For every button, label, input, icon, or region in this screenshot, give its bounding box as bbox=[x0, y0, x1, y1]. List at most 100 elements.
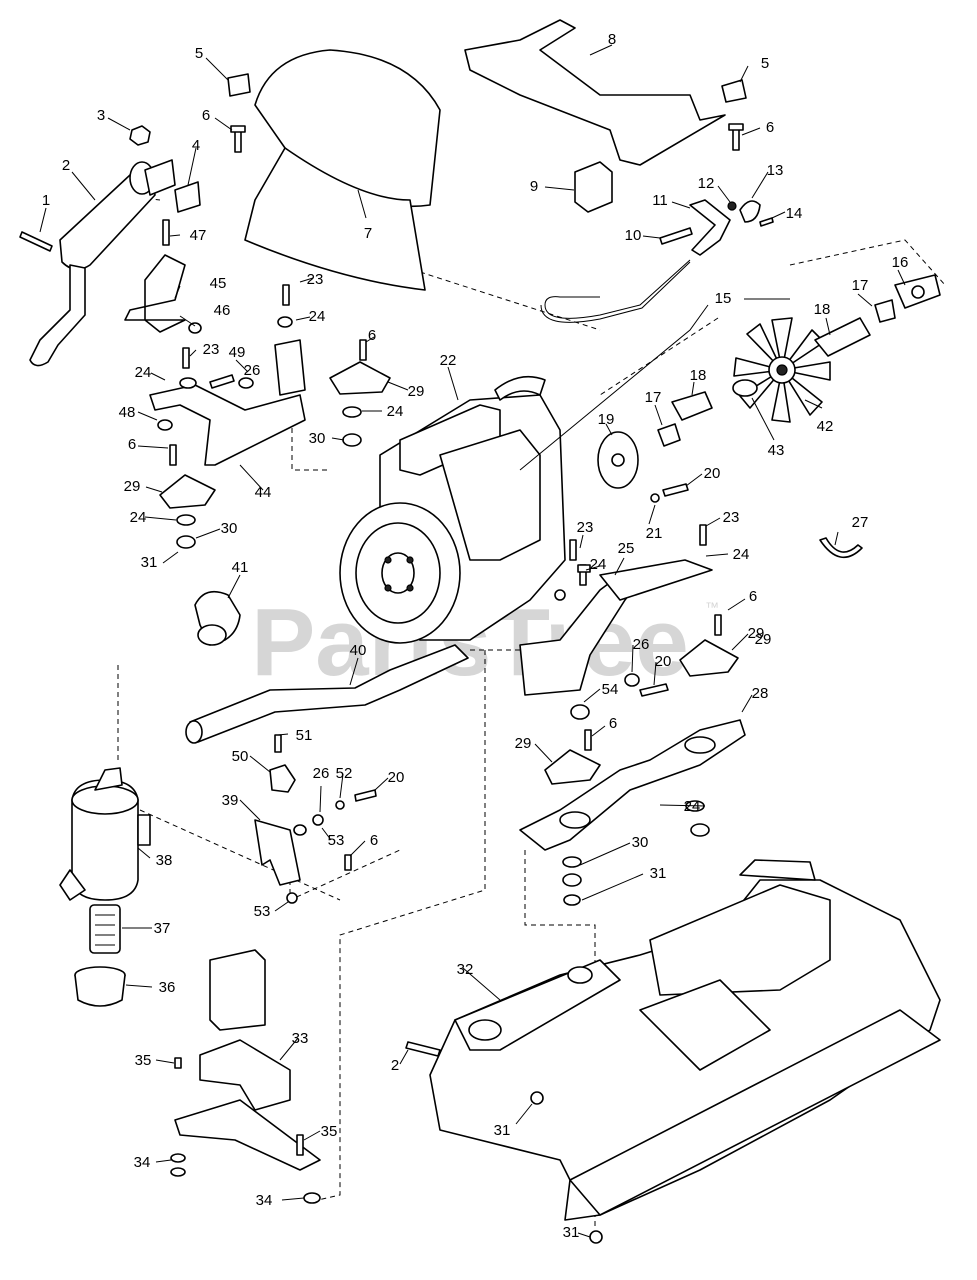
clip-nut-5-left bbox=[227, 73, 251, 97]
callout: 6 bbox=[609, 715, 617, 732]
callout: 6 bbox=[370, 832, 378, 849]
callout: 35 bbox=[135, 1052, 152, 1069]
bracket-45 bbox=[124, 254, 186, 333]
callout: 43 bbox=[768, 442, 785, 459]
callout: 26 bbox=[633, 636, 650, 653]
callout: 3 bbox=[97, 107, 105, 124]
callout: 30 bbox=[221, 520, 238, 537]
shroud-7 bbox=[244, 49, 441, 291]
bracket-8 bbox=[464, 19, 726, 166]
callout: 31 bbox=[563, 1224, 580, 1241]
mount-29-right bbox=[679, 639, 739, 677]
bracket-28 bbox=[519, 719, 746, 851]
callout: 53 bbox=[328, 832, 345, 849]
callout: 32 bbox=[457, 961, 474, 978]
bracket-25 bbox=[519, 559, 713, 696]
callout: 28 bbox=[752, 685, 769, 702]
muffler bbox=[29, 161, 156, 367]
battery bbox=[209, 949, 266, 1031]
washers-left bbox=[157, 316, 362, 549]
callout: 40 bbox=[350, 642, 367, 659]
watermark-trademark: ™ bbox=[705, 599, 719, 615]
callout: 41 bbox=[232, 559, 249, 576]
callout: 24 bbox=[387, 403, 404, 420]
callout: 17 bbox=[645, 389, 662, 406]
callout-labels: 1 2 3 4 5 5 6 6 6 6 6 6 6 7 8 9 10 11 12… bbox=[42, 31, 909, 1241]
callout: 35 bbox=[321, 1123, 338, 1140]
throttle-cable bbox=[540, 259, 691, 323]
battery-tray-33 bbox=[174, 1039, 321, 1171]
mount-29-center bbox=[544, 749, 601, 785]
washer-21 bbox=[650, 493, 660, 503]
callout: 23 bbox=[577, 519, 594, 536]
callout: 6 bbox=[368, 327, 376, 344]
callout: 24 bbox=[590, 556, 607, 573]
callout: 29 bbox=[408, 383, 425, 400]
callout: 22 bbox=[440, 352, 457, 369]
callout: 2 bbox=[391, 1057, 399, 1074]
callout: 33 bbox=[292, 1030, 309, 1047]
callout: 23 bbox=[307, 271, 324, 288]
callout: 38 bbox=[156, 852, 173, 869]
callout: 45 bbox=[210, 275, 227, 292]
callout: 12 bbox=[698, 175, 715, 192]
bracket-39 bbox=[254, 819, 301, 886]
coupler-19 bbox=[597, 431, 639, 489]
nut-3 bbox=[129, 125, 151, 146]
callout: 39 bbox=[222, 792, 239, 809]
frame-hardware bbox=[405, 1041, 603, 1244]
filter-37 bbox=[89, 904, 121, 954]
callout: 46 bbox=[214, 302, 231, 319]
callout: 18 bbox=[814, 301, 831, 318]
callout: 42 bbox=[817, 418, 834, 435]
callout: 23 bbox=[723, 509, 740, 526]
callout: 14 bbox=[786, 205, 803, 222]
flange-plate bbox=[144, 159, 176, 196]
callout: 51 bbox=[296, 727, 313, 744]
screw-6-a bbox=[230, 125, 246, 153]
clip-27 bbox=[819, 537, 863, 558]
callout: 24 bbox=[309, 308, 326, 325]
callout: 24 bbox=[135, 364, 152, 381]
clamp-43 bbox=[732, 379, 758, 397]
callout: 37 bbox=[154, 920, 171, 937]
callout: 21 bbox=[646, 525, 663, 542]
block-9 bbox=[574, 161, 613, 213]
clip-nut-5-right bbox=[721, 79, 747, 103]
callout: 25 bbox=[618, 540, 635, 557]
bolt-10 bbox=[659, 227, 693, 245]
callout: 6 bbox=[202, 107, 210, 124]
callout: 48 bbox=[119, 404, 136, 421]
gasket-4 bbox=[174, 181, 201, 213]
callout: 24 bbox=[130, 509, 147, 526]
callout: 2 bbox=[62, 157, 70, 174]
callout: 29 bbox=[515, 735, 532, 752]
washers-right bbox=[562, 673, 710, 906]
intake-pipe-40 bbox=[185, 644, 469, 744]
callout: 11 bbox=[652, 192, 668, 209]
callout: 4 bbox=[192, 137, 200, 154]
cup-36 bbox=[74, 966, 126, 1007]
callout: 29 bbox=[755, 631, 772, 648]
engine-22 bbox=[339, 375, 566, 644]
callout: 5 bbox=[761, 55, 769, 72]
callout: 50 bbox=[232, 748, 249, 765]
callout: 53 bbox=[254, 903, 271, 920]
washer-12 bbox=[727, 201, 737, 211]
hardware-tray bbox=[170, 1057, 321, 1204]
callout: 17 bbox=[852, 277, 869, 294]
callout: 24 bbox=[733, 546, 750, 563]
callout: 20 bbox=[704, 465, 721, 482]
callout: 9 bbox=[530, 178, 538, 195]
fan-42 bbox=[733, 317, 831, 423]
callout: 54 bbox=[602, 681, 619, 698]
callout: 29 bbox=[748, 625, 765, 642]
callout: 47 bbox=[190, 227, 207, 244]
callout: 31 bbox=[494, 1122, 511, 1139]
callout: 15 bbox=[715, 290, 732, 307]
callout: 23 bbox=[203, 341, 220, 358]
screw-6-b bbox=[728, 123, 744, 151]
callout: 52 bbox=[336, 765, 353, 782]
bolt-1-top bbox=[19, 231, 53, 252]
